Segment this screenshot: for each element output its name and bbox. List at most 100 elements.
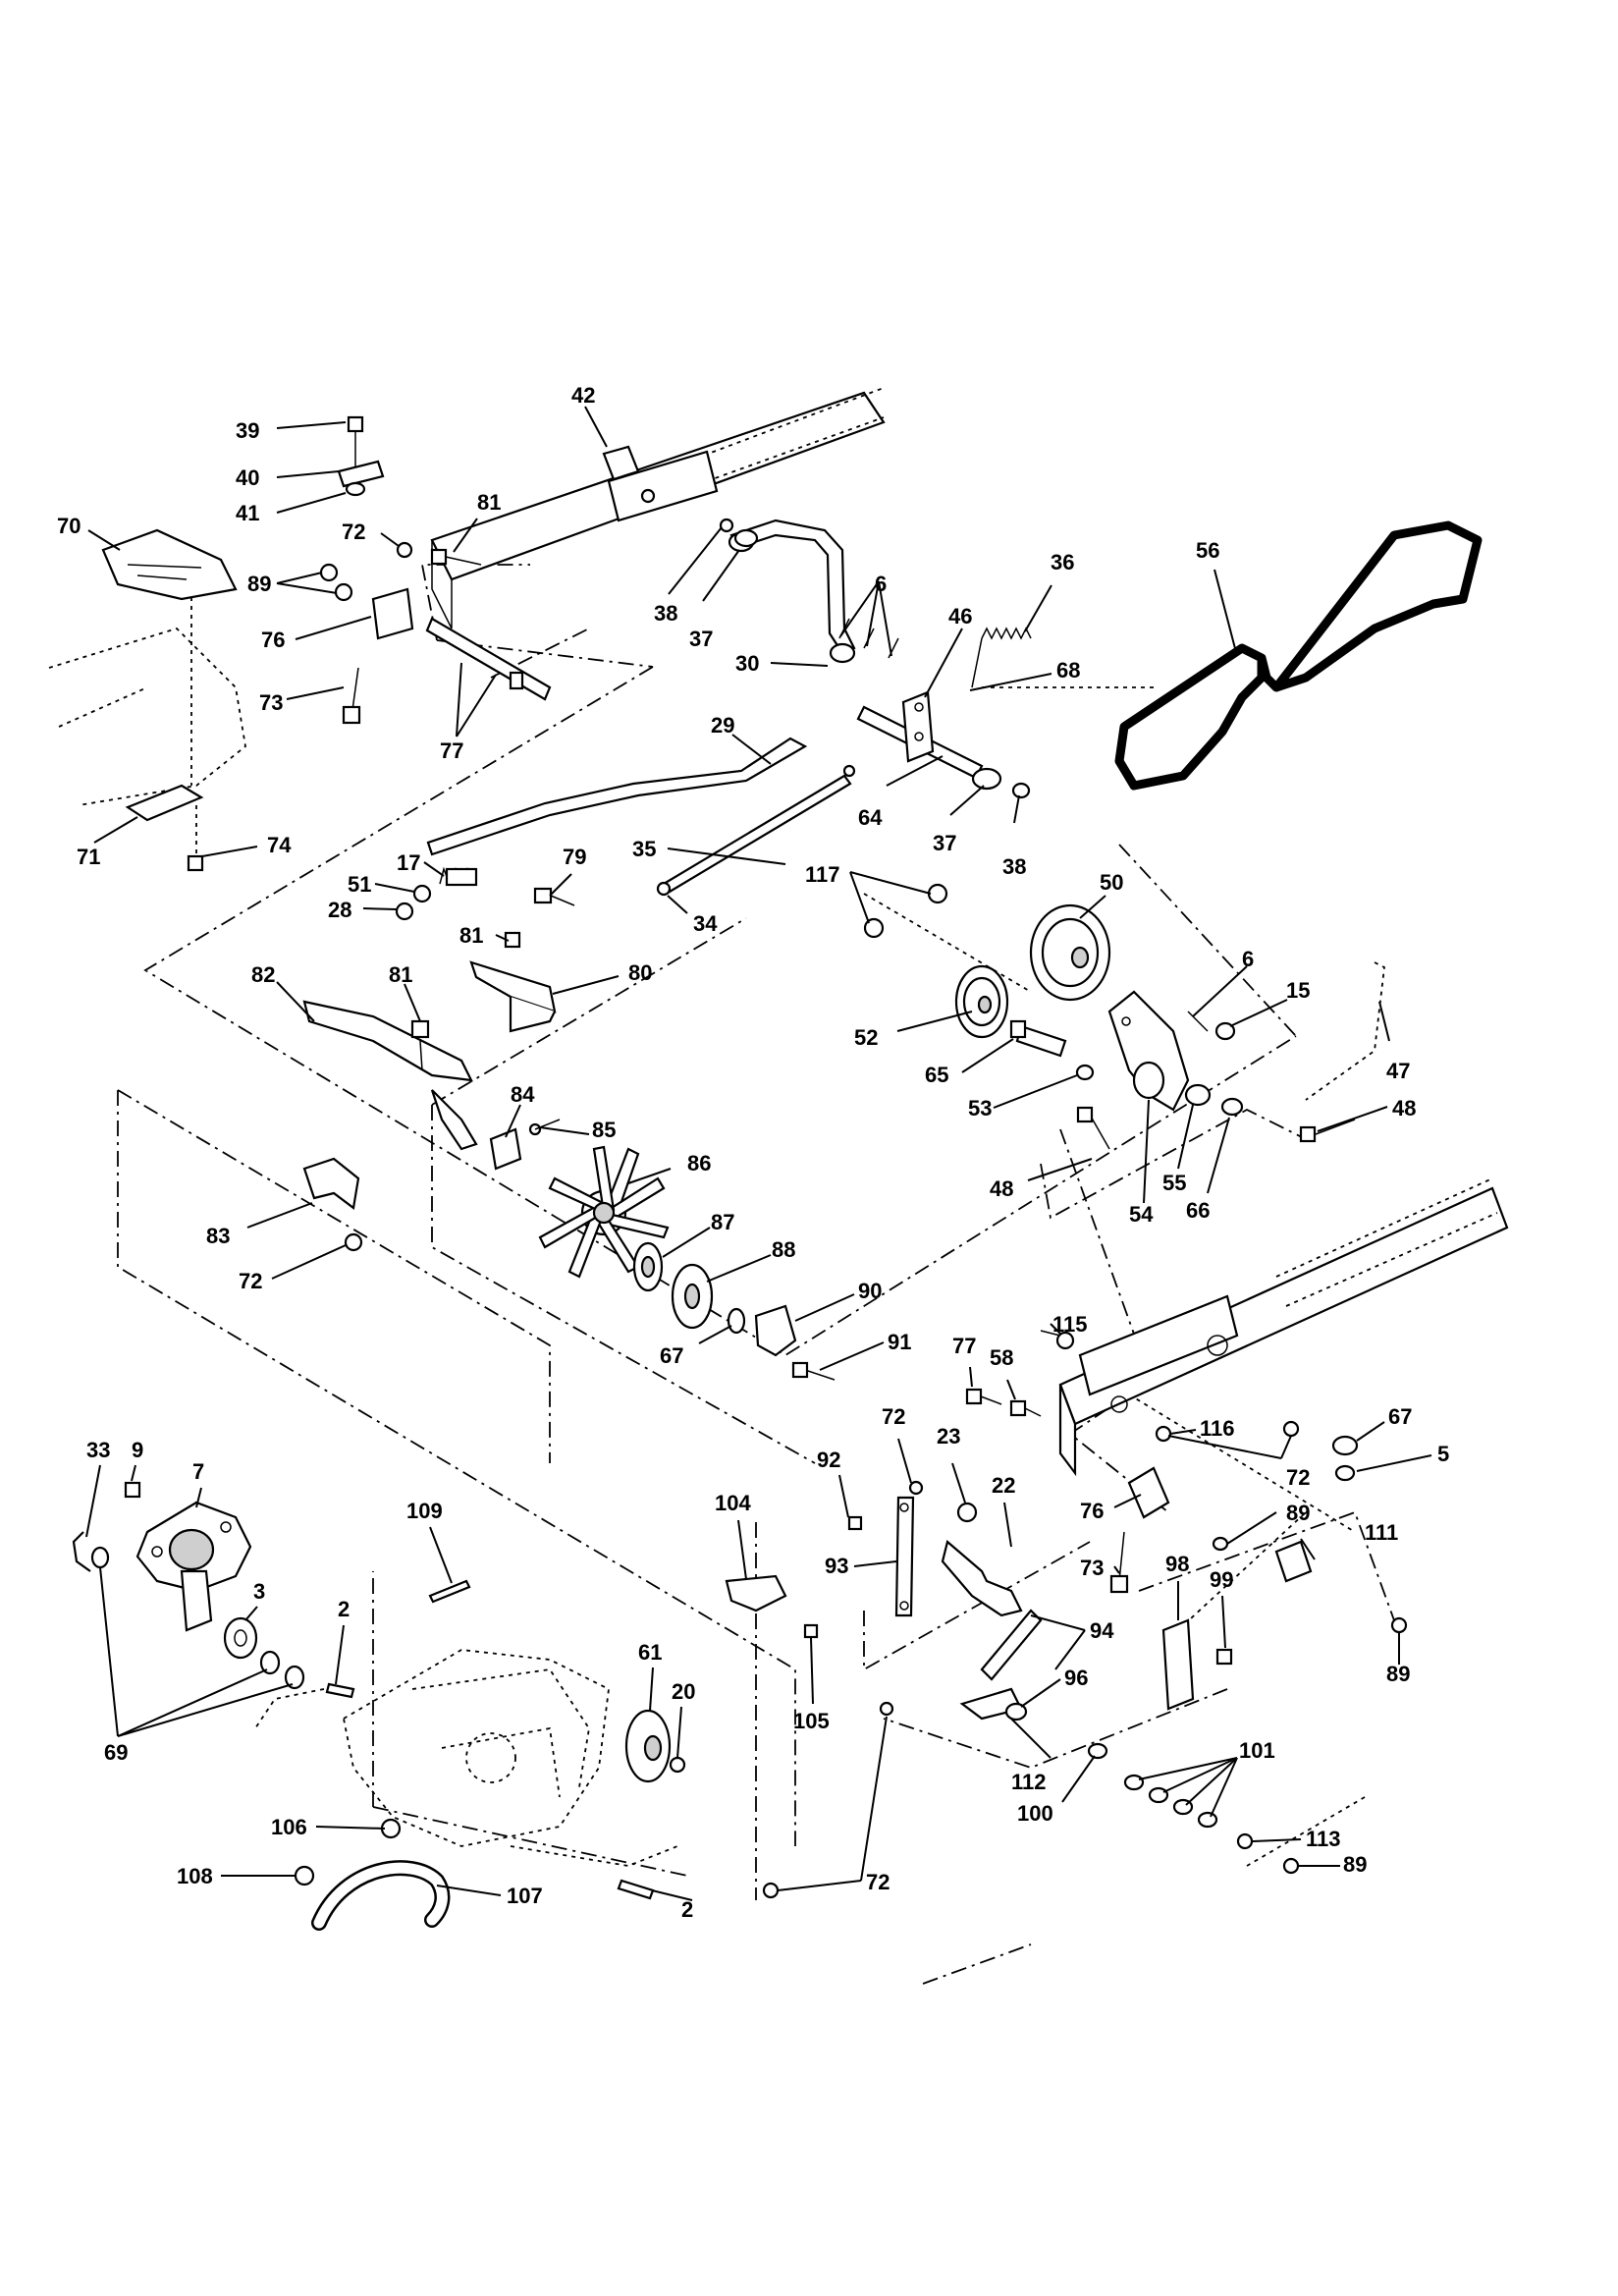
callout-89: 89 (1386, 1662, 1410, 1686)
pedal-rod-22 (941, 1540, 1043, 1721)
callout-6: 6 (875, 572, 887, 596)
callout-5: 5 (1437, 1442, 1449, 1466)
callout-30: 30 (735, 651, 759, 676)
pulley-50 (1029, 903, 1111, 1002)
pin-6-washer-15 (1187, 1011, 1236, 1041)
callout-116: 116 (1200, 1416, 1235, 1441)
bracket-90 (754, 1304, 836, 1381)
callout-73: 73 (259, 690, 283, 715)
callout-96: 96 (1064, 1666, 1088, 1690)
callout-90: 90 (858, 1279, 882, 1303)
spacer-55-washer-66 (1184, 1083, 1244, 1117)
callout-67: 67 (660, 1343, 683, 1368)
bolt-92-nut-72 (847, 1480, 924, 1531)
callout-115: 115 (1052, 1312, 1088, 1337)
callout-61: 61 (638, 1640, 662, 1665)
callout-98: 98 (1165, 1552, 1189, 1576)
callout-87: 87 (711, 1210, 734, 1234)
callout-109: 109 (406, 1499, 443, 1523)
shaft-64 (856, 705, 1031, 799)
nuts-72-lower (1155, 1420, 1300, 1443)
callout-20: 20 (672, 1679, 695, 1704)
washer-67a (727, 1307, 746, 1335)
pulley-88 (671, 1263, 714, 1330)
callout-36: 36 (1051, 550, 1074, 574)
bushing-84 (489, 1119, 561, 1171)
callout-86: 86 (687, 1151, 711, 1175)
callout-29: 29 (711, 713, 734, 738)
callout-72: 72 (866, 1870, 890, 1894)
key-2-upper (325, 1682, 355, 1699)
bracket-104 (725, 1574, 819, 1639)
nut-20 (669, 1756, 686, 1774)
callout-52: 52 (854, 1025, 878, 1050)
callout-34: 34 (693, 911, 718, 936)
small-plate (125, 784, 204, 822)
group-outlines (117, 564, 1395, 1985)
clip-33 (72, 1531, 91, 1572)
washer-3 (223, 1616, 258, 1660)
washers-67-5 (1331, 1435, 1359, 1482)
callout-17: 17 (397, 850, 420, 875)
washers-96-112-100 (1004, 1702, 1108, 1760)
callout-40: 40 (236, 465, 259, 490)
bolt-74 (187, 854, 204, 872)
callout-64: 64 (858, 805, 883, 830)
callout-70: 70 (57, 514, 81, 538)
callout-73: 73 (1080, 1556, 1104, 1580)
bolt-65 (1009, 1019, 1067, 1058)
callout-71: 71 (77, 845, 100, 869)
bolt-39-40-41 (337, 415, 385, 497)
callout-117: 117 (805, 862, 840, 887)
callout-15: 15 (1286, 978, 1310, 1003)
callout-113: 113 (1306, 1827, 1341, 1851)
callout-69: 69 (104, 1740, 128, 1765)
callout-3: 3 (253, 1579, 265, 1604)
callout-88: 88 (772, 1237, 795, 1262)
pulley-87 (632, 1241, 664, 1292)
callout-92: 92 (817, 1448, 840, 1472)
callout-7: 7 (192, 1459, 204, 1484)
nuts-72-89 (319, 541, 413, 602)
callout-84: 84 (511, 1082, 535, 1107)
callout-38: 38 (654, 601, 677, 626)
callout-85: 85 (592, 1118, 616, 1142)
callout-80: 80 (628, 960, 652, 985)
callout-38: 38 (1002, 854, 1026, 879)
bracket-76-lower (1109, 1466, 1170, 1594)
callout-77: 77 (440, 738, 463, 763)
callout-53: 53 (968, 1096, 992, 1121)
knob-23 (956, 1502, 978, 1523)
callout-2: 2 (681, 1897, 693, 1922)
nuts-51-28 (395, 884, 432, 921)
hub-7 (135, 1501, 252, 1632)
rod-77 (425, 617, 552, 701)
callout-65: 65 (925, 1063, 948, 1087)
bracket-83 (302, 1157, 363, 1252)
lever-82 (302, 1000, 478, 1151)
callout-83: 83 (206, 1224, 230, 1248)
bolt-81-top (430, 548, 482, 566)
callout-72: 72 (1286, 1465, 1310, 1490)
bracket-98 (1161, 1618, 1233, 1711)
spring-17 (439, 866, 478, 887)
callout-111: 111 (1365, 1520, 1398, 1545)
washers-69 (90, 1546, 305, 1690)
callout-51: 51 (348, 872, 371, 897)
callout-104: 104 (715, 1491, 751, 1515)
callout-23: 23 (937, 1424, 960, 1449)
bolts-77-58 (965, 1388, 1042, 1417)
leader-lines (85, 406, 1432, 1901)
spring-36 (971, 627, 1032, 688)
fender-outline (48, 627, 246, 806)
callout-93: 93 (825, 1554, 848, 1578)
callout-105: 105 (793, 1709, 830, 1733)
callout-labels: 39 40 41 70 72 81 89 76 73 77 71 74 42 3… (57, 383, 1449, 1922)
bracket-80 (469, 931, 557, 1033)
callout-9: 9 (132, 1438, 143, 1462)
nut-89-far (1390, 1616, 1408, 1634)
callout-2: 2 (338, 1597, 350, 1621)
callout-37: 37 (689, 627, 713, 651)
pulley-52 (954, 964, 1009, 1039)
